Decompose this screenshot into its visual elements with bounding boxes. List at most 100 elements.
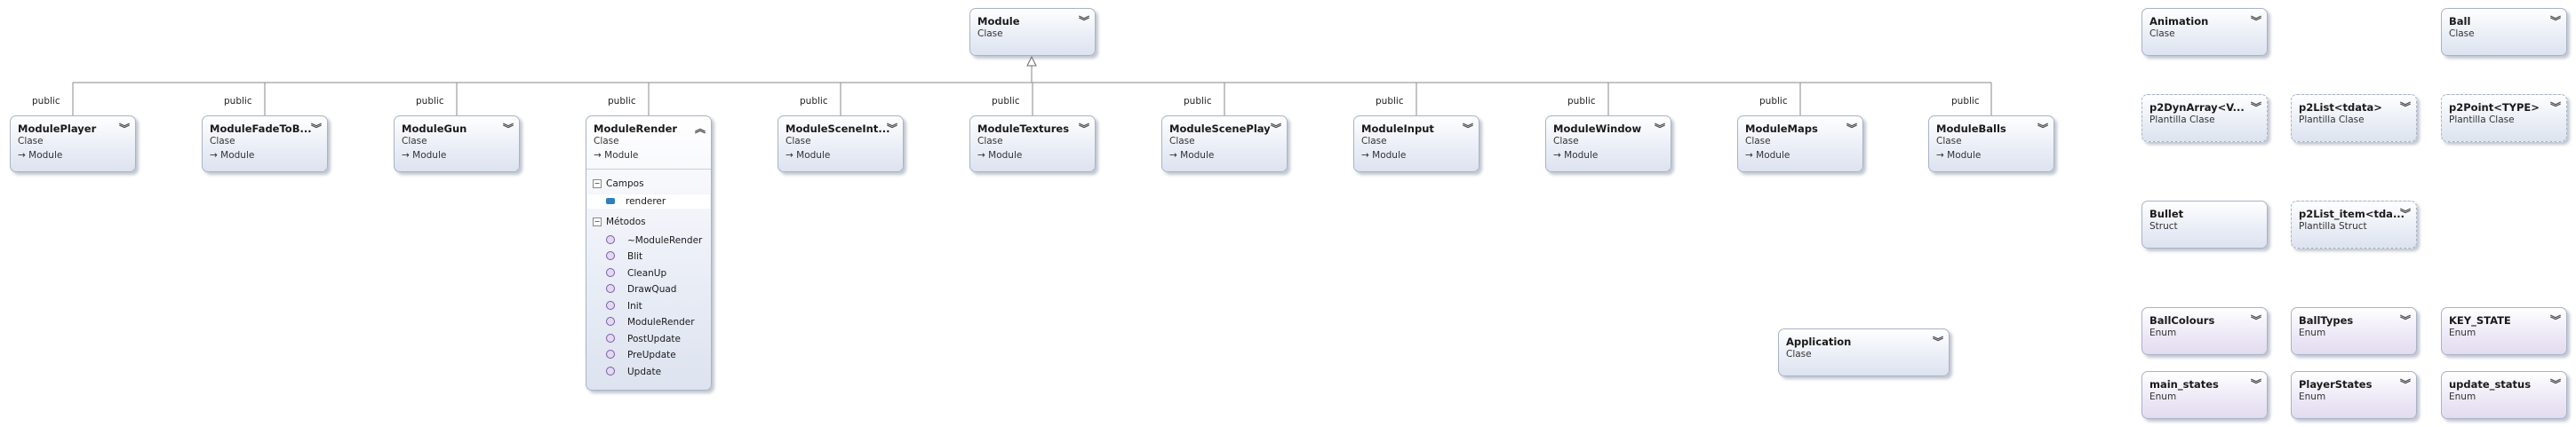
method-item[interactable]: Update xyxy=(606,367,661,377)
enum-ball-colours[interactable]: BallColours Enum ︾ xyxy=(2141,307,2268,355)
class-kind: Clase xyxy=(1553,136,1579,146)
method-icon xyxy=(606,367,615,376)
class-animation[interactable]: Animation Clase ︾ xyxy=(2141,8,2268,56)
enum-key-state[interactable]: KEY_STATE Enum ︾ xyxy=(2441,307,2567,355)
class-base: → Module xyxy=(1169,150,1215,161)
methods-section-header[interactable]: −Métodos xyxy=(593,217,646,227)
class-kind: Clase xyxy=(1361,136,1387,146)
class-module-input[interactable]: ModuleInput Clase → Module ︾ xyxy=(1353,115,1479,172)
class-module-render[interactable]: ModuleRender Clase → Module ︽ −Campos re… xyxy=(586,115,712,391)
method-icon xyxy=(606,251,615,260)
expand-chevron-icon[interactable]: ︾ xyxy=(2399,101,2411,114)
field-name: renderer xyxy=(626,196,666,207)
method-item[interactable]: CleanUp xyxy=(606,268,666,279)
field-item[interactable]: renderer xyxy=(606,196,666,207)
expand-chevron-icon[interactable]: ︾ xyxy=(2037,123,2048,135)
class-kind: Clase xyxy=(1169,136,1195,146)
collapse-section-icon[interactable]: − xyxy=(593,217,602,226)
collapse-chevron-icon[interactable]: ︽ xyxy=(694,123,706,135)
class-name: ModuleSceneInt... xyxy=(786,123,890,135)
class-name: Application xyxy=(1786,336,1852,348)
class-kind: Plantilla Clase xyxy=(2299,115,2365,125)
collapse-section-icon[interactable]: − xyxy=(593,179,602,188)
expand-chevron-icon[interactable]: ︾ xyxy=(2250,378,2261,391)
field-icon xyxy=(606,198,615,204)
class-base: → Module xyxy=(1361,150,1407,161)
class-kind: Clase xyxy=(1786,349,1812,360)
method-item[interactable]: ModuleRender xyxy=(606,317,695,328)
expand-chevron-icon[interactable]: ︾ xyxy=(2250,101,2261,114)
section-label: Métodos xyxy=(606,217,646,227)
expand-chevron-icon[interactable]: ︾ xyxy=(1654,123,1665,135)
class-module-player[interactable]: ModulePlayer Clase → Module ︾ xyxy=(10,115,136,172)
class-application[interactable]: Application Clase ︾ xyxy=(1778,328,1950,376)
template-p2point[interactable]: p2Point<TYPE> Plantilla Clase ︾ xyxy=(2441,94,2567,142)
method-icon xyxy=(606,284,615,293)
class-name: BallTypes xyxy=(2299,314,2354,327)
template-p2list-item[interactable]: p2List_item<tda... Plantilla Struct ︾ xyxy=(2291,201,2417,249)
class-module-fade[interactable]: ModuleFadeToB... Clase → Module ︾ xyxy=(202,115,328,172)
edge-label-fade: public xyxy=(224,96,252,107)
class-module-sceneplay[interactable]: ModuleScenePlay Clase → Module ︾ xyxy=(1161,115,1288,172)
class-module-textures[interactable]: ModuleTextures Clase → Module ︾ xyxy=(969,115,1096,172)
method-item[interactable]: Init xyxy=(606,301,642,312)
edge-label-gun: public xyxy=(416,96,444,107)
expand-chevron-icon[interactable]: ︾ xyxy=(1270,123,1281,135)
enum-ball-types[interactable]: BallTypes Enum ︾ xyxy=(2291,307,2417,355)
class-base: → Module xyxy=(1745,150,1790,161)
class-kind: Clase xyxy=(786,136,811,146)
method-item[interactable]: Blit xyxy=(606,251,642,262)
class-module-window[interactable]: ModuleWindow Clase → Module ︾ xyxy=(1545,115,1671,172)
enum-player-states[interactable]: PlayerStates Enum ︾ xyxy=(2291,371,2417,419)
expand-chevron-icon[interactable]: ︾ xyxy=(310,123,322,135)
template-p2list[interactable]: p2List<tdata> Plantilla Clase ︾ xyxy=(2291,94,2417,142)
expand-chevron-icon[interactable]: ︾ xyxy=(502,123,514,135)
class-module-gun[interactable]: ModuleGun Clase → Module ︾ xyxy=(394,115,520,172)
class-kind: Clase xyxy=(977,136,1003,146)
method-name: CleanUp xyxy=(627,268,667,279)
expand-chevron-icon[interactable]: ︾ xyxy=(1932,336,1943,348)
expand-chevron-icon[interactable]: ︾ xyxy=(886,123,897,135)
enum-update-status[interactable]: update_status Enum ︾ xyxy=(2441,371,2567,419)
method-item[interactable]: PostUpdate xyxy=(606,334,681,344)
expand-chevron-icon[interactable]: ︾ xyxy=(1078,15,1089,28)
expand-chevron-icon[interactable]: ︾ xyxy=(2549,15,2561,28)
expand-chevron-icon[interactable]: ︾ xyxy=(2549,378,2561,391)
class-module-balls[interactable]: ModuleBalls Clase → Module ︾ xyxy=(1928,115,2054,172)
class-name: p2List<tdata> xyxy=(2299,101,2382,114)
class-kind: Clase xyxy=(977,28,1003,39)
class-module-maps[interactable]: ModuleMaps Clase → Module ︾ xyxy=(1737,115,1863,172)
expand-chevron-icon[interactable]: ︾ xyxy=(2399,208,2411,220)
expand-chevron-icon[interactable]: ︾ xyxy=(2399,378,2411,391)
class-base: → Module xyxy=(977,150,1023,161)
fields-section-header[interactable]: −Campos xyxy=(593,178,644,189)
expand-chevron-icon[interactable]: ︾ xyxy=(2399,314,2411,327)
class-name: main_states xyxy=(2149,378,2219,391)
expand-chevron-icon[interactable]: ︾ xyxy=(2549,314,2561,327)
edge-label-player: public xyxy=(32,96,60,107)
expand-chevron-icon[interactable]: ︾ xyxy=(1078,123,1089,135)
enum-main-states[interactable]: main_states Enum ︾ xyxy=(2141,371,2268,419)
expand-chevron-icon[interactable]: ︾ xyxy=(2549,101,2561,114)
expand-chevron-icon[interactable]: ︾ xyxy=(118,123,130,135)
class-kind: Clase xyxy=(1936,136,1962,146)
class-module-sceneintro[interactable]: ModuleSceneInt... Clase → Module ︾ xyxy=(778,115,904,172)
expand-chevron-icon[interactable]: ︾ xyxy=(2250,15,2261,28)
class-module[interactable]: Module Clase ︾ xyxy=(969,8,1096,56)
expand-chevron-icon[interactable]: ︾ xyxy=(2250,314,2261,327)
section-label: Campos xyxy=(606,178,644,189)
field-row[interactable] xyxy=(587,194,710,209)
class-base: → Module xyxy=(786,150,831,161)
expand-chevron-icon[interactable]: ︾ xyxy=(1462,123,1473,135)
method-item[interactable]: DrawQuad xyxy=(606,284,676,295)
expand-chevron-icon[interactable]: ︾ xyxy=(1846,123,1857,135)
edge-label-textures: public xyxy=(992,96,1020,107)
class-name: ModuleGun xyxy=(402,123,467,135)
struct-bullet[interactable]: Bullet Struct xyxy=(2141,201,2268,249)
method-name: ModuleRender xyxy=(627,317,695,328)
class-kind: Plantilla Clase xyxy=(2149,115,2215,125)
class-ball[interactable]: Ball Clase ︾ xyxy=(2441,8,2567,56)
method-item[interactable]: PreUpdate xyxy=(606,350,676,360)
template-p2dynarray[interactable]: p2DynArray<V... Plantilla Clase ︾ xyxy=(2141,94,2268,142)
method-item[interactable]: ~ModuleRender xyxy=(606,235,702,246)
